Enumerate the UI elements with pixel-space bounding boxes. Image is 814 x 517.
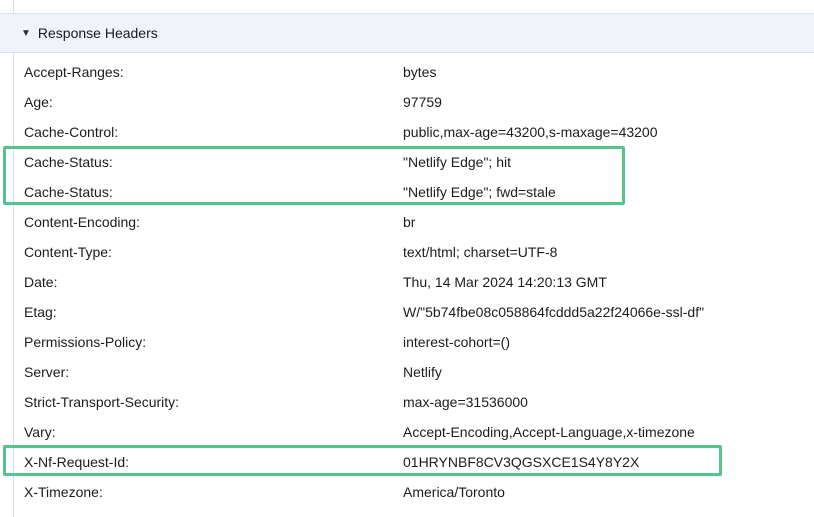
header-row: Accept-Ranges: bytes xyxy=(0,57,814,87)
header-value: bytes xyxy=(403,64,437,80)
header-name: Cache-Status: xyxy=(24,154,113,170)
header-row: X-Nf-Request-Id: 01HRYNBF8CV3QGSXCE1S4Y8… xyxy=(0,447,814,477)
header-name: Strict-Transport-Security: xyxy=(24,394,180,410)
header-value: Accept-Encoding,Accept-Language,x-timezo… xyxy=(403,424,695,440)
header-name: X-Nf-Request-Id: xyxy=(24,454,130,470)
header-name: Etag: xyxy=(24,304,57,320)
header-value: public,max-age=43200,s-maxage=43200 xyxy=(403,124,658,140)
header-value: br xyxy=(403,214,416,230)
left-guide-line xyxy=(13,0,14,517)
header-value: 97759 xyxy=(403,94,442,110)
header-row: Cache-Status: "Netlify Edge"; fwd=stale xyxy=(0,177,814,207)
header-row: Content-Encoding: br xyxy=(0,207,814,237)
header-value: W/"5b74fbe08c058864fcddd5a22f24066e-ssl-… xyxy=(403,304,705,320)
header-row: Server: Netlify xyxy=(0,357,814,387)
header-row: Etag: W/"5b74fbe08c058864fcddd5a22f24066… xyxy=(0,297,814,327)
header-value: America/Toronto xyxy=(403,484,505,500)
response-headers-section-toggle[interactable]: ▼ Response Headers xyxy=(0,13,814,53)
header-name: Cache-Control: xyxy=(24,124,119,140)
header-name: Date: xyxy=(24,274,58,290)
header-value: Thu, 14 Mar 2024 14:20:13 GMT xyxy=(403,274,607,290)
header-row: Cache-Control: public,max-age=43200,s-ma… xyxy=(0,117,814,147)
header-value: "Netlify Edge"; hit xyxy=(403,154,511,170)
collapse-triangle-icon: ▼ xyxy=(21,27,31,39)
section-title: Response Headers xyxy=(37,25,158,41)
header-row: Content-Type: text/html; charset=UTF-8 xyxy=(0,237,814,267)
header-value: Netlify xyxy=(403,364,442,380)
header-value: "Netlify Edge"; fwd=stale xyxy=(403,184,556,200)
header-name: Content-Encoding: xyxy=(24,214,140,230)
header-row: Strict-Transport-Security: max-age=31536… xyxy=(0,387,814,417)
header-row: Vary: Accept-Encoding,Accept-Language,x-… xyxy=(0,417,814,447)
header-name: X-Timezone: xyxy=(24,484,103,500)
header-row: X-Timezone: America/Toronto xyxy=(0,477,814,507)
header-name: Permissions-Policy: xyxy=(24,334,147,350)
header-name: Cache-Status: xyxy=(24,184,113,200)
header-value: interest-cohort=() xyxy=(403,334,510,350)
response-headers-list: Accept-Ranges: bytes Age: 97759 Cache-Co… xyxy=(0,57,814,507)
header-name: Age: xyxy=(24,94,53,110)
header-name: Content-Type: xyxy=(24,244,112,260)
header-row: Cache-Status: "Netlify Edge"; hit xyxy=(0,147,814,177)
header-value: text/html; charset=UTF-8 xyxy=(403,244,558,260)
header-value: max-age=31536000 xyxy=(403,394,528,410)
header-value: 01HRYNBF8CV3QGSXCE1S4Y8Y2X xyxy=(403,454,640,470)
header-name: Server: xyxy=(24,364,70,380)
header-row: Age: 97759 xyxy=(0,87,814,117)
header-name: Accept-Ranges: xyxy=(24,64,124,80)
header-row: Date: Thu, 14 Mar 2024 14:20:13 GMT xyxy=(0,267,814,297)
header-name: Vary: xyxy=(24,424,56,440)
header-row: Permissions-Policy: interest-cohort=() xyxy=(0,327,814,357)
